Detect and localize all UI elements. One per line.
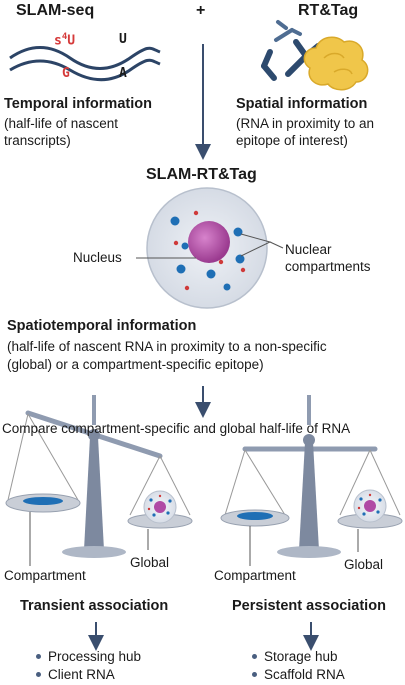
temporal-title: Temporal information [4,96,152,112]
rt-tag-title: RT&Tag [298,2,359,19]
balance-scale-icon [5,395,193,566]
plus-sign: + [196,2,206,19]
spatiotemporal-line-2: (global) or a compartment-specific epito… [7,357,264,372]
bullet-icon [252,653,257,659]
temporal-line-2: transcripts) [4,133,71,148]
g-label: G [62,66,70,81]
balance-scale-icon [220,395,403,566]
transient-association-title: Transient association [20,598,169,614]
list-item: Processing hub [36,648,141,666]
bullet-icon [36,653,41,659]
spatiotemporal-line-1: (half-life of nascent RNA in proximity t… [7,339,327,354]
slam-rt-tag-title: SLAM-RT&Tag [146,166,257,183]
right-global-label: Global [344,557,384,572]
list-item: Scaffold RNA [252,666,345,684]
persistent-association-title: Persistent association [232,598,386,614]
slam-seq-title: SLAM-seq [16,2,95,19]
protein-icon [303,36,369,91]
spatial-title: Spatial information [236,96,368,112]
compartments-label-1: Nuclear [285,242,332,257]
s4u-label: s4U [54,32,76,49]
list-item: Storage hub [252,648,345,666]
temporal-line-1: (half-life of nascent [4,116,119,131]
spatial-line-2: epitope of interest) [236,133,348,148]
nucleus-label: Nucleus [73,250,122,265]
rna-strand-icon [9,46,161,82]
spatial-line-1: (RNA in proximity to an [236,116,375,131]
transient-bullets: Processing hub Client RNA [36,648,141,684]
compartments-label-2: compartments [285,259,371,274]
right-compartment-label: Compartment [214,568,296,583]
left-compartment-label: Compartment [4,568,86,583]
list-item: Client RNA [36,666,141,684]
bullet-icon [36,671,41,677]
a-label: A [119,66,127,81]
cell-icon [136,187,284,309]
compare-text: Compare compartment-specific and global … [2,421,351,436]
spatiotemporal-title: Spatiotemporal information [7,318,197,334]
u-label: U [119,32,127,47]
bullet-icon [252,671,257,677]
persistent-bullets: Storage hub Scaffold RNA [252,648,345,684]
left-global-label: Global [130,555,170,570]
